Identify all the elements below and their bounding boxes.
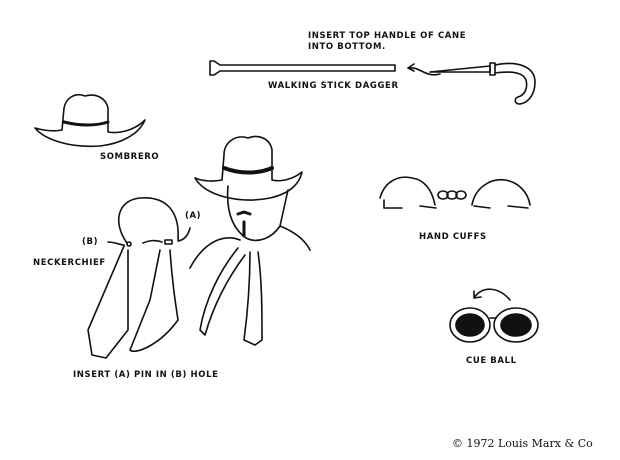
insert-arrow-icon (407, 63, 441, 76)
arrow-a-icon (177, 227, 191, 242)
walking-stick-handle (429, 62, 536, 105)
cane-instruction-line1: INSERT TOP HANDLE OF CANE (308, 31, 467, 41)
neckerchief-label: NECKERCHIEF (33, 258, 106, 268)
pin-a-label: (A) (185, 211, 202, 221)
figure-drawing (189, 135, 311, 346)
arrow-pin-icon (142, 239, 163, 244)
neckerchief-instruction: INSERT (A) PIN IN (B) HOLE (73, 370, 219, 380)
sombrero-label: SOMBRERO (100, 152, 160, 162)
cue-ball-drawing (449, 288, 539, 343)
walking-stick-bottom (209, 60, 396, 76)
neckerchief-drawing (87, 197, 191, 359)
arrow-b-icon (107, 241, 125, 246)
walking-stick-label: WALKING STICK DAGGER (268, 81, 399, 91)
hole-b-label: (B) (82, 237, 99, 247)
sombrero-drawing (34, 93, 146, 148)
cane-instruction-line2: INTO BOTTOM. (308, 42, 386, 52)
copyright-notice: © 1972 Louis Marx & Co (452, 437, 593, 450)
handcuffs-drawing (379, 176, 531, 209)
cue-ball-label: CUE BALL (466, 356, 517, 366)
flip-arrow-icon (473, 288, 511, 301)
hand-cuffs-label: HAND CUFFS (419, 232, 487, 242)
